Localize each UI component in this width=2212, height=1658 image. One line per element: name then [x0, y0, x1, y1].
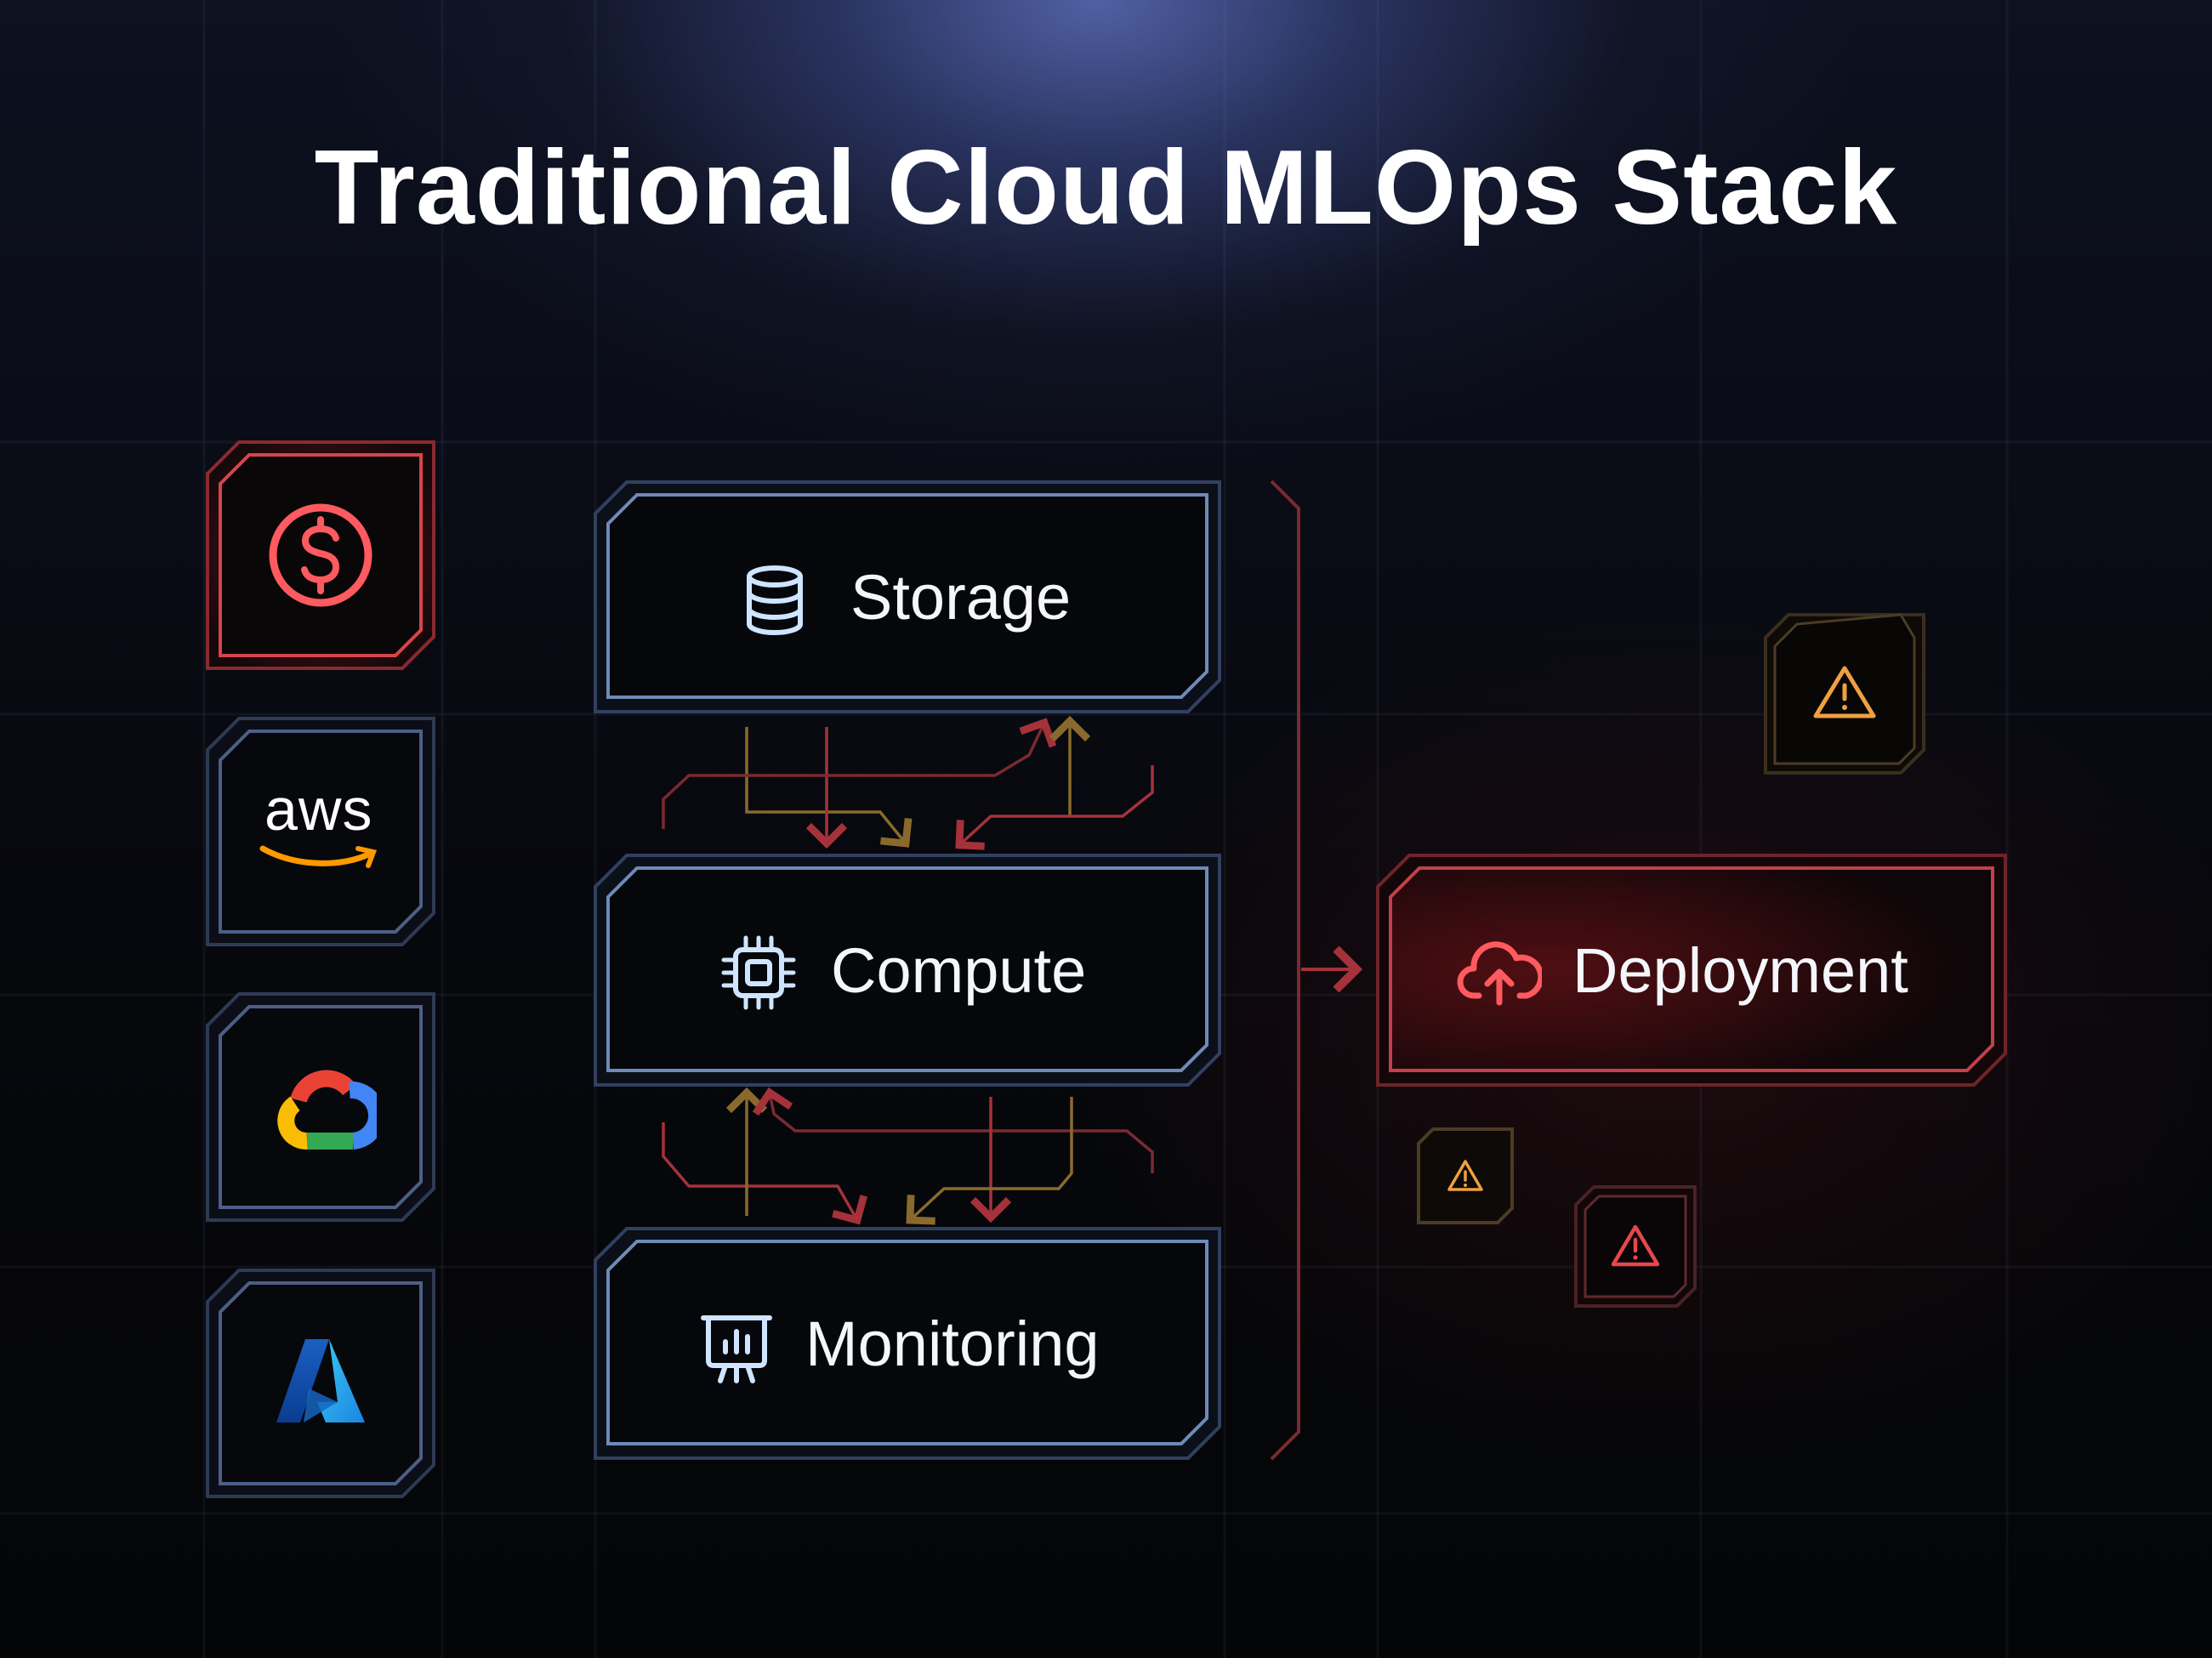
warning-badge-small	[1416, 1127, 1515, 1225]
database-icon	[747, 565, 803, 635]
aws-logo-text: aws	[264, 776, 373, 843]
warning-triangle-icon	[1447, 1160, 1483, 1191]
cpu-chip-icon	[721, 935, 796, 1010]
monitoring-card: Monitoring	[593, 1226, 1222, 1461]
deployment-card: Deployment	[1375, 853, 2008, 1087]
compute-card: Compute	[593, 853, 1222, 1087]
monitoring-label: Monitoring	[805, 1309, 1100, 1379]
aws-smile-icon	[259, 845, 378, 868]
diagram-title: Traditional Cloud MLOps Stack	[314, 129, 1898, 247]
warning-badge-red	[1573, 1184, 1697, 1309]
azure-tile	[205, 1268, 436, 1499]
dollar-circle-icon	[269, 503, 372, 607]
stack-bracket	[1270, 480, 1300, 1461]
google-cloud-logo	[277, 1070, 377, 1150]
gcp-tile	[205, 991, 436, 1223]
cloud-upload-icon	[1457, 941, 1542, 1006]
aws-tile: aws	[205, 716, 436, 947]
cost-tile	[205, 440, 436, 671]
storage-label: Storage	[850, 562, 1072, 633]
deployment-label: Deployment	[1572, 935, 1908, 1006]
compute-label: Compute	[831, 935, 1087, 1006]
monitor-chart-icon	[701, 1315, 772, 1383]
warning-badge-large	[1763, 612, 1926, 775]
warning-triangle-icon	[1611, 1224, 1660, 1267]
warning-triangle-icon	[1813, 666, 1876, 718]
azure-logo	[276, 1339, 365, 1422]
storage-card: Storage	[593, 480, 1222, 714]
